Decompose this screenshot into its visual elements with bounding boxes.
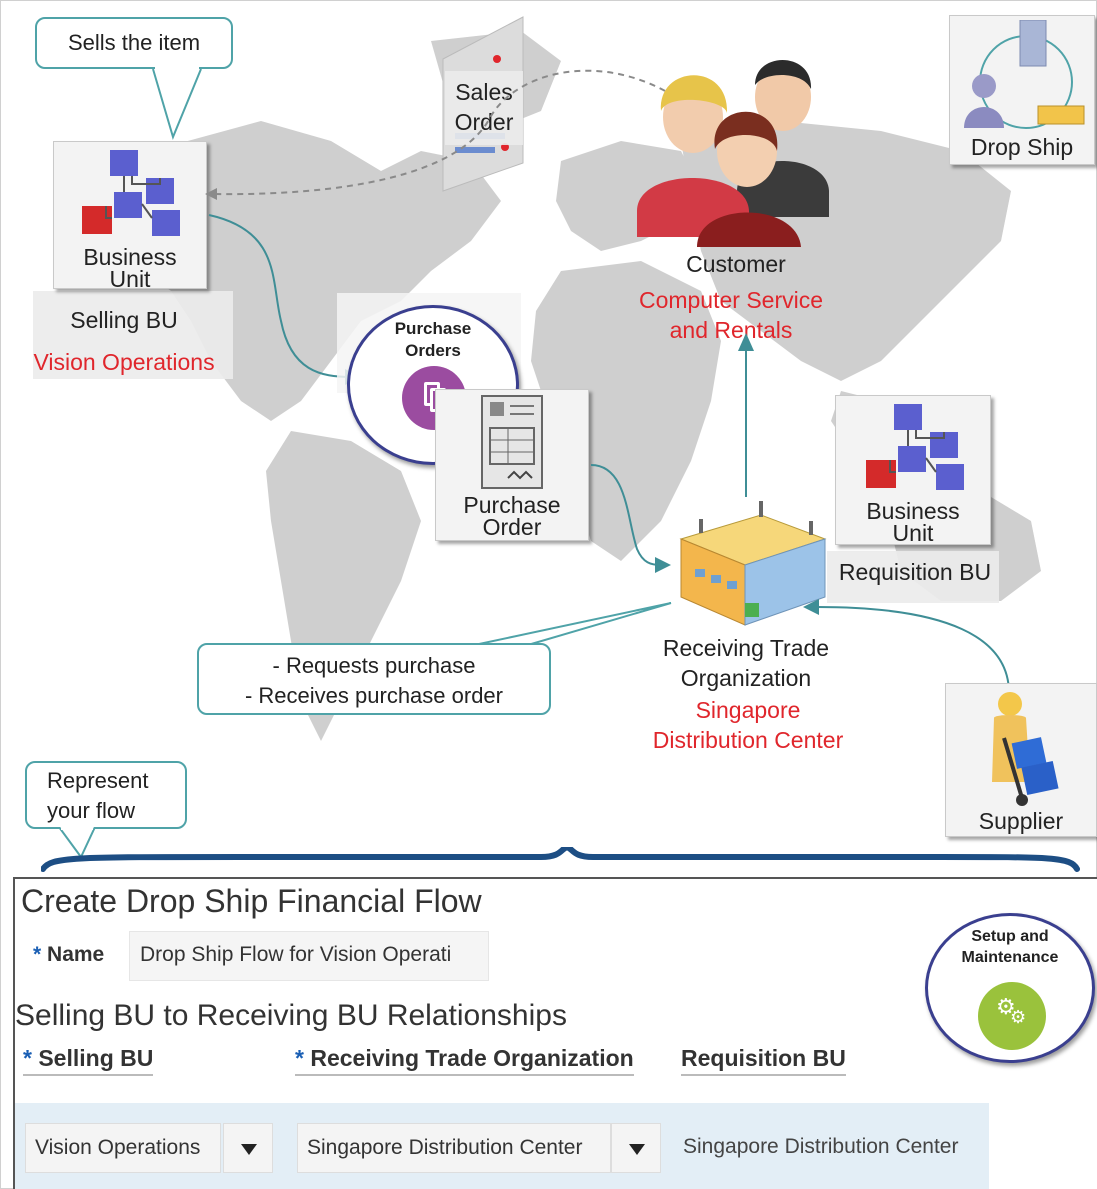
- purchase-order-tile: Purchase Order: [435, 389, 589, 541]
- callout-represent-line1: Represent: [47, 768, 149, 793]
- warehouse-icon: [679, 501, 827, 626]
- receiving-org-select[interactable]: Singapore Distribution Center: [297, 1123, 611, 1173]
- supplier-to-receiving-arrow: [803, 599, 1010, 694]
- required-marker: *: [33, 943, 42, 966]
- column-header-requisition-bu: Requisition BU: [681, 1045, 846, 1076]
- purchase-orders-label-line2: Orders: [405, 341, 461, 360]
- org-chart-icon-2: [866, 404, 964, 490]
- customer-value-line1: Computer Service: [638, 287, 824, 313]
- purchase-order-label-line2: Order: [482, 514, 542, 540]
- callout-sells-item-text: Sells the item: [67, 30, 201, 55]
- callout-sells-pointer: [152, 67, 202, 141]
- setup-and-maintenance-button[interactable]: Setup and Maintenance ⚙ ⚙: [925, 913, 1095, 1063]
- requisition-caption-box: [827, 551, 999, 603]
- required-marker: *: [23, 1045, 32, 1071]
- purchase-order-label-line1: Purchase: [463, 492, 561, 518]
- customer-value: Computer Service and Rentals: [621, 285, 841, 345]
- requisition-business-unit-tile: Business Unit: [835, 395, 991, 545]
- callout-sells-item: Sells the item: [35, 17, 233, 69]
- callout-requests-pointer: [464, 602, 672, 648]
- selling-tile-label-line2: Unit: [109, 266, 151, 292]
- column-header-requisition-bu-text: Requisition BU: [681, 1045, 846, 1071]
- receiving-value-line2: Distribution Center: [652, 727, 844, 753]
- receiving-value-line1: Singapore: [695, 697, 801, 723]
- name-label-text: Name: [47, 943, 105, 966]
- selling-bu-select[interactable]: Vision Operations: [25, 1123, 221, 1173]
- selling-tile-label-line1: Business: [83, 244, 177, 270]
- customer-label: Customer: [686, 251, 786, 277]
- section-title: Selling BU to Receiving BU Relationships: [15, 999, 567, 1032]
- selling-bu-value: Vision Operations: [33, 349, 215, 375]
- purchase-order-document-icon: [481, 395, 543, 489]
- sales-order-label-line1: Sales: [455, 79, 513, 105]
- sales-order-flow-arrow: [205, 69, 702, 200]
- receiving-label: Receiving Trade Organization: [631, 633, 861, 693]
- selling-bu-caption-box: [33, 291, 233, 379]
- po-to-receiving-arrow: [590, 464, 671, 573]
- drop-ship-label: Drop Ship: [970, 134, 1074, 160]
- setup-label-line2: Maintenance: [961, 949, 1059, 966]
- name-input[interactable]: Drop Ship Flow for Vision Operati: [129, 931, 489, 981]
- requisition-bu-label: Requisition BU: [838, 559, 992, 585]
- supplier-tile: Supplier: [945, 683, 1097, 837]
- drop-ship-tile: Drop Ship: [949, 15, 1095, 165]
- chevron-down-icon[interactable]: [611, 1123, 661, 1173]
- chevron-down-icon[interactable]: [223, 1123, 273, 1173]
- callout-represent-line2: your flow: [47, 798, 136, 823]
- sales-order-label-box: [445, 71, 523, 145]
- requisition-bu-value: Singapore Distribution Center: [683, 1135, 959, 1158]
- setup-label-line1: Setup and: [971, 928, 1049, 945]
- column-header-receiving-org: * Receiving Trade Organization: [295, 1045, 634, 1076]
- required-marker: *: [295, 1045, 304, 1071]
- selling-bu-label: Selling BU: [70, 307, 178, 333]
- selling-business-unit-tile: Business Unit: [53, 141, 207, 292]
- sales-order-label: Sales Order: [445, 77, 523, 137]
- sales-order-label-line2: Order: [454, 109, 514, 135]
- receiving-label-line2: Organization: [680, 665, 812, 691]
- callout-represent-flow: Represent your flow: [25, 761, 187, 829]
- table-row: Vision Operations Singapore Distribution…: [15, 1103, 989, 1189]
- column-header-receiving-org-text: Receiving Trade Organization: [310, 1045, 634, 1071]
- gears-icon: ⚙ ⚙: [978, 982, 1046, 1050]
- purchase-orders-label-line1b: Purchase: [394, 319, 472, 338]
- supplier-icon: [992, 692, 1059, 806]
- callout-requests-line1: - Requests purchase: [272, 653, 476, 678]
- receiving-to-customer-arrow: [738, 333, 754, 497]
- customer-value-line2: and Rentals: [669, 317, 793, 343]
- name-field-label: * Name: [33, 943, 104, 967]
- org-chart-icon: [82, 150, 180, 236]
- form-title: Create Drop Ship Financial Flow: [21, 883, 482, 919]
- callout-requests-line2: - Receives purchase order: [244, 683, 503, 708]
- create-drop-ship-form: Create Drop Ship Financial Flow * Name D…: [13, 877, 1097, 1189]
- customer-people-icon: [637, 59, 829, 247]
- column-header-selling-bu-text: Selling BU: [38, 1045, 154, 1071]
- requisition-tile-label-line1: Business: [866, 498, 960, 524]
- flow-brace: [41, 847, 1080, 872]
- supplier-label: Supplier: [978, 808, 1064, 834]
- receiving-label-line1: Receiving Trade: [662, 635, 830, 661]
- purchase-orders-button[interactable]: Purchase Orders: [347, 305, 519, 465]
- receiving-value: Singapore Distribution Center: [631, 695, 865, 755]
- requisition-tile-label-line2: Unit: [892, 520, 934, 546]
- column-header-selling-bu: * Selling BU: [23, 1045, 154, 1076]
- callout-requests-purchase: - Requests purchase - Receives purchase …: [197, 643, 551, 715]
- drop-ship-icon: [964, 20, 1085, 129]
